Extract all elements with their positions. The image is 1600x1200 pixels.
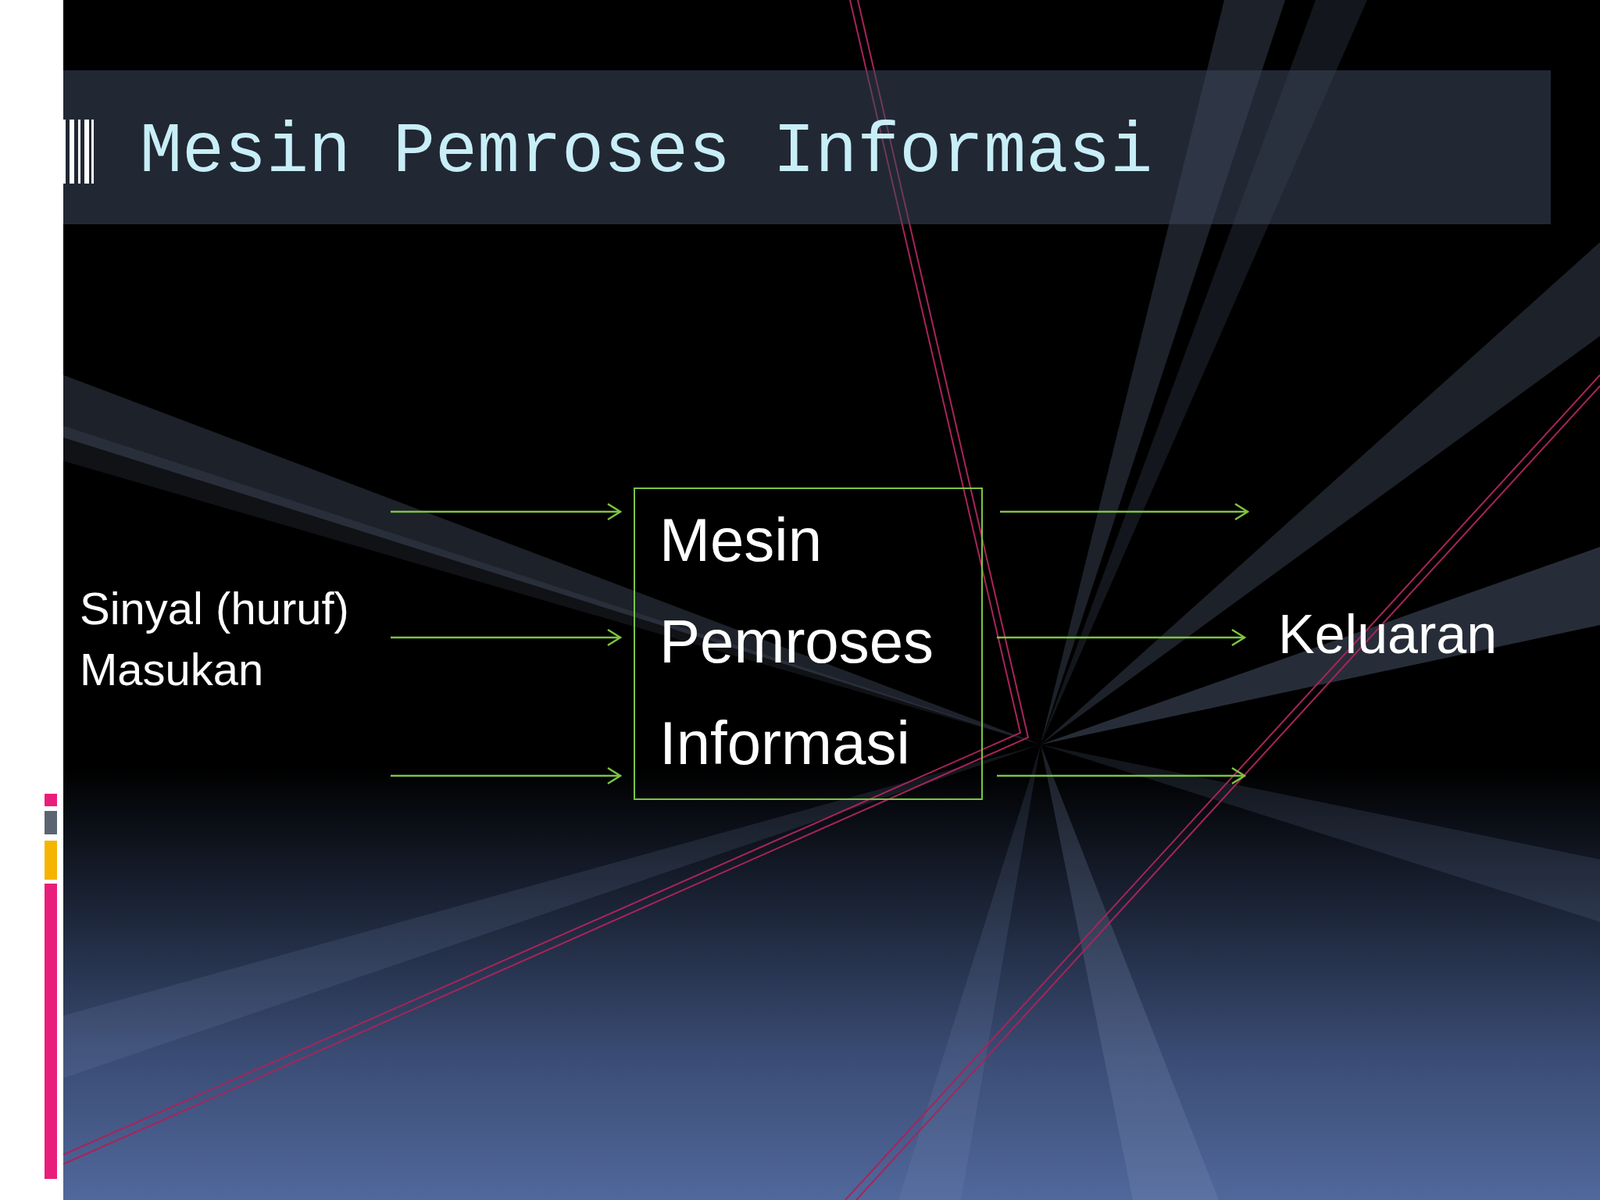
box-text: Mesin Pemroses Informasi	[635, 489, 982, 794]
output-label: Keluaran	[1278, 601, 1497, 668]
input-label: Sinyal (huruf) Masukan	[79, 578, 389, 700]
process-box: Mesin Pemroses Informasi	[633, 487, 983, 800]
slide-title: Mesin Pemroses Informasi	[139, 109, 1153, 196]
